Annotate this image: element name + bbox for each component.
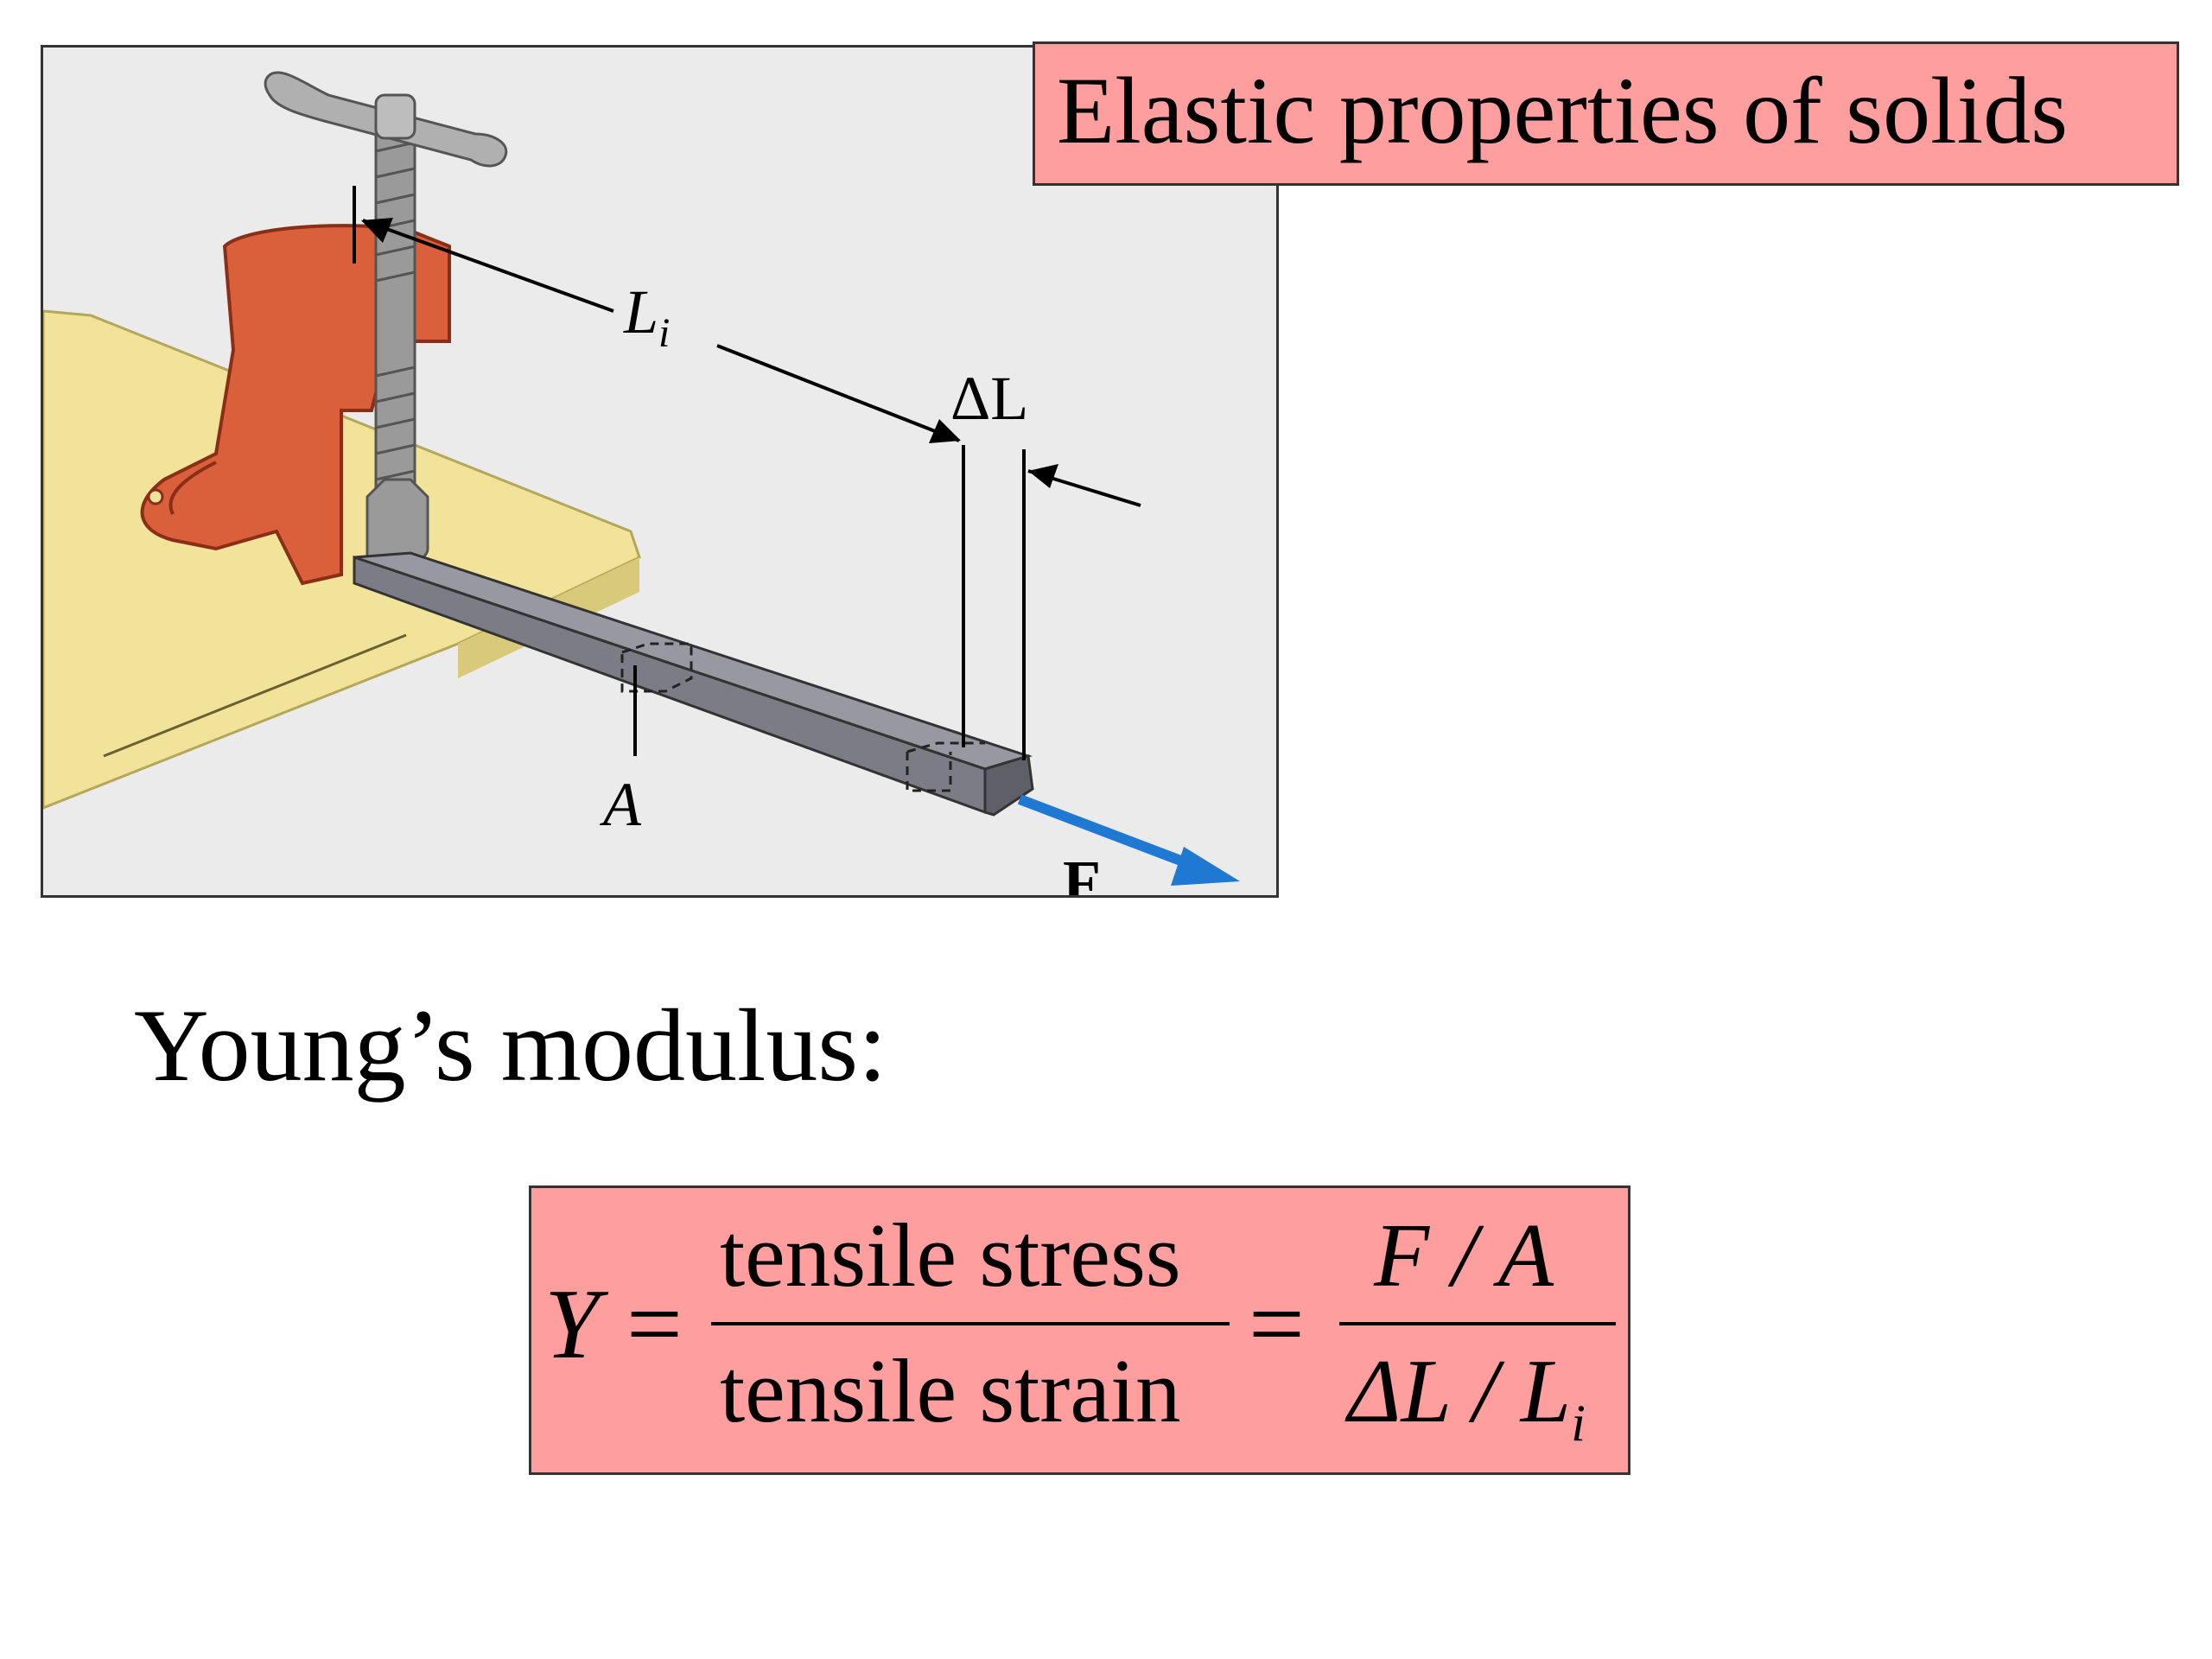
- formula-denominator-2-subscript: i: [1571, 1395, 1586, 1452]
- rod-end: [983, 754, 1034, 817]
- clamp-screw: [374, 128, 416, 529]
- elasticity-figure: Li ΔL A F: [41, 45, 1279, 898]
- formula-numerator-2: F / A: [1374, 1205, 1554, 1306]
- label-length-subscript: i: [658, 310, 670, 356]
- formula-equals-2: =: [1249, 1269, 1305, 1379]
- youngs-modulus-formula: Y = tensile stress tensile strain = F / …: [529, 1185, 1630, 1475]
- label-area: A: [600, 770, 642, 839]
- formula-denominator-1: tensile strain: [720, 1340, 1181, 1441]
- fraction-bar-2: [1339, 1322, 1616, 1325]
- formula-equals-1: =: [626, 1269, 683, 1379]
- label-length: Li: [623, 277, 670, 356]
- formula-lhs: Y: [544, 1269, 600, 1379]
- formula-numerator-1: tensile stress: [720, 1205, 1181, 1306]
- clamp-body: [140, 224, 451, 586]
- page-title: Elastic properties of solids: [1057, 58, 2069, 163]
- rod-front: [353, 555, 987, 815]
- youngs-modulus-heading: Young’s modulus:: [134, 988, 887, 1103]
- title-box: Elastic properties of solids: [1033, 41, 2179, 186]
- label-delta: ΔL: [950, 364, 1028, 433]
- label-force: F: [1063, 848, 1101, 895]
- formula-denominator-2: ΔL / Li: [1348, 1340, 1586, 1452]
- rod-top: [353, 551, 1033, 771]
- fraction-bar-1: [711, 1322, 1230, 1325]
- force-arrow: [1017, 794, 1204, 874]
